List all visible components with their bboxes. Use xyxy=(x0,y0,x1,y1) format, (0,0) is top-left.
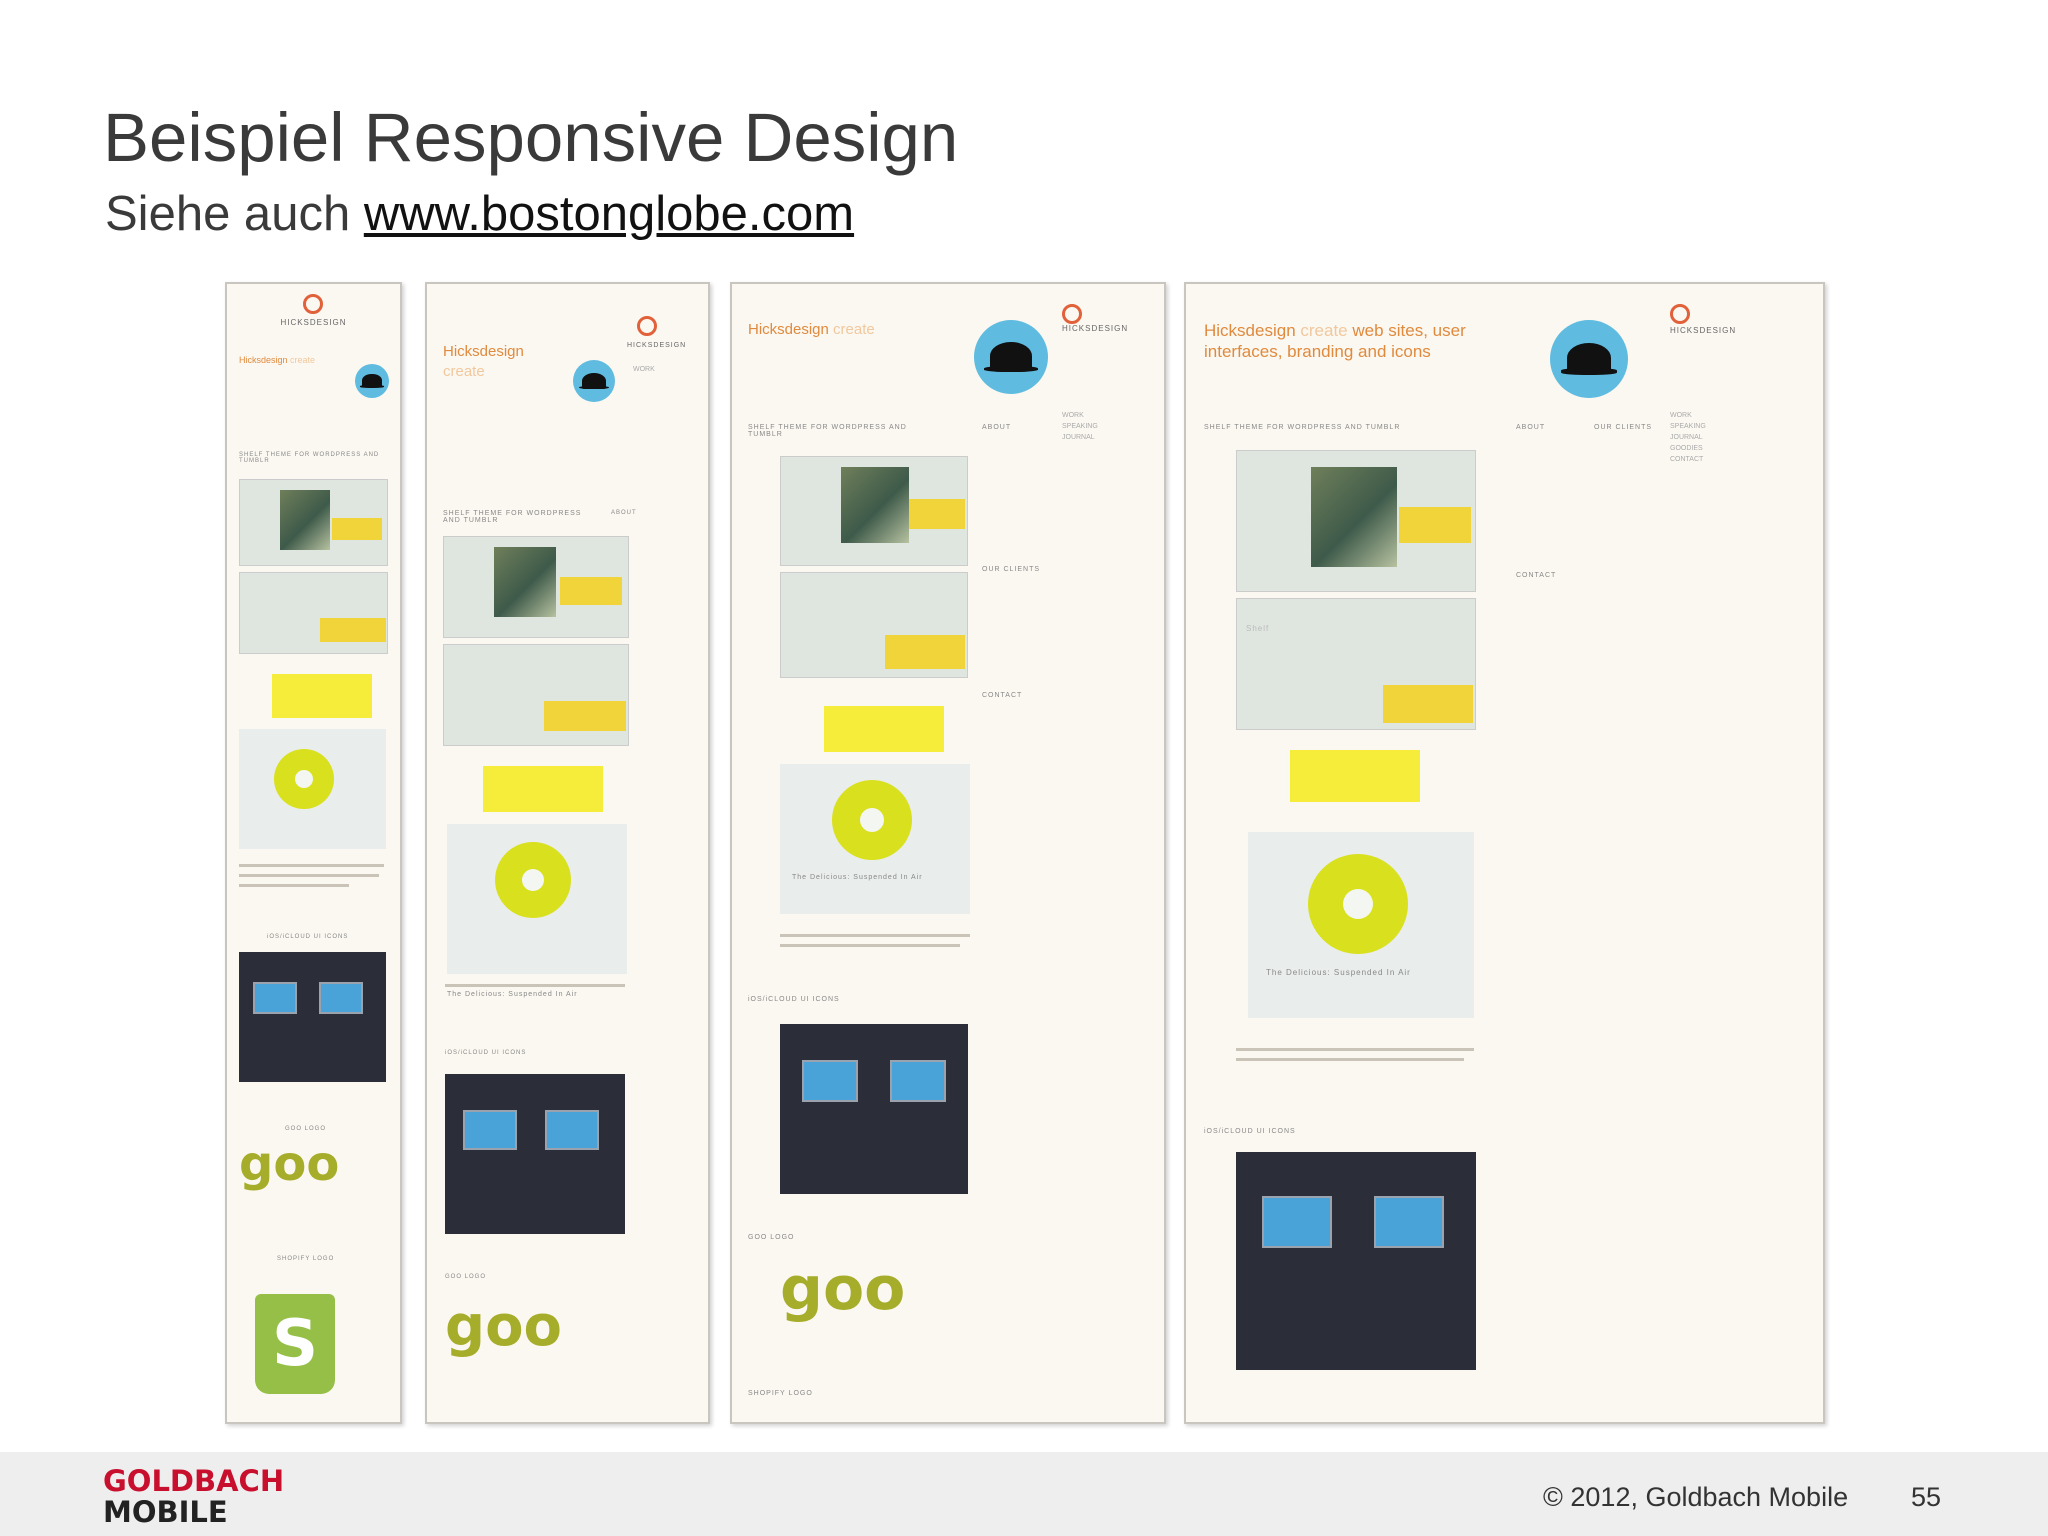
hero-text: Hicksdesign create xyxy=(748,320,938,340)
vinyl-preview xyxy=(780,764,970,914)
bowler-hat-badge-icon xyxy=(974,320,1048,394)
section-goo-label: GOO LOGO xyxy=(285,1126,327,1132)
screenshot-mobile: HICKSDESIGN Hicksdesign create SHELF THE… xyxy=(225,282,402,1424)
slide-title: Beispiel Responsive Design xyxy=(103,99,959,176)
brand-name: HICKSDESIGN xyxy=(627,342,687,349)
section-shopify-label: SHOPIFY LOGO xyxy=(277,1256,335,1262)
vinyl-preview xyxy=(239,729,386,849)
hero-name: Hicksdesign xyxy=(1204,321,1296,340)
hero-text: Hicksdesign create web sites, user inter… xyxy=(1204,320,1494,362)
section-shopify-label: SHOPIFY LOGO xyxy=(748,1390,813,1397)
hero-name: Hicksdesign xyxy=(239,355,288,365)
sidebar-about: ABOUT xyxy=(982,424,1012,431)
sidebar-contact: CONTACT xyxy=(982,692,1023,699)
nav-work[interactable]: WORK xyxy=(633,366,655,373)
goo-logo: goo xyxy=(780,1254,906,1324)
icloud-icons-preview xyxy=(1236,1152,1476,1370)
shelf-thumbnail-2 xyxy=(443,644,629,746)
vinyl-preview xyxy=(447,824,627,974)
feature-box xyxy=(824,706,944,752)
nav-work[interactable]: WORK xyxy=(1062,412,1084,419)
goldbach-mobile-logo: GOLDBACH MOBILE xyxy=(103,1466,284,1528)
hero-name: Hicksdesign xyxy=(443,343,524,360)
section-icloud-label: iOS/iCLOUD UI ICONS xyxy=(267,934,349,940)
slide-footer xyxy=(0,1452,2048,1536)
slide-subtitle: Siehe auch www.bostonglobe.com xyxy=(105,186,854,242)
bowler-hat-badge-icon xyxy=(1550,320,1628,398)
section-icloud-label: iOS/iCLOUD UI ICONS xyxy=(1204,1128,1296,1135)
brand-name: HICKSDESIGN xyxy=(280,318,347,327)
icloud-icons-preview xyxy=(239,952,386,1082)
shelf-thumbnail xyxy=(1236,450,1476,592)
screenshot-desktop: HICKSDESIGN Hicksdesign create web sites… xyxy=(1184,282,1825,1424)
sidebar-clients: OUR CLIENTS xyxy=(1594,424,1653,431)
shelf-thumbnail xyxy=(239,479,388,566)
shelf-thumbnail-2 xyxy=(1236,598,1476,730)
feature-box xyxy=(272,674,372,718)
feature-box xyxy=(483,766,603,812)
copyright-text: © 2012, Goldbach Mobile xyxy=(1543,1482,1849,1512)
section-goo-label: GOO LOGO xyxy=(748,1234,795,1241)
hero-create: create xyxy=(290,355,316,365)
subtitle-prefix: Siehe auch xyxy=(105,187,364,241)
nav-speaking[interactable]: SPEAKING xyxy=(1670,423,1706,430)
hero-main: web sites, user interfaces, branding and… xyxy=(1204,321,1466,361)
hicksdesign-logo-icon xyxy=(1062,304,1082,324)
nav-contact[interactable]: CONTACT xyxy=(1670,456,1704,463)
page-number: 55 xyxy=(1911,1482,1942,1512)
section-shelf-label: SHELF THEME FOR WORDPRESS AND TUMBLR xyxy=(443,510,582,524)
hero-create: create xyxy=(833,321,875,338)
logo-line-mobile: MOBILE xyxy=(103,1495,228,1529)
post-title: The Delicious: Suspended In Air xyxy=(447,991,578,998)
screenshot-tablet: HICKSDESIGN Hicksdesign create WORK SPEA… xyxy=(730,282,1166,1424)
shelf-thumbnail xyxy=(443,536,629,638)
section-goo-label: GOO LOGO xyxy=(445,1274,487,1280)
brand-name: HICKSDESIGN xyxy=(1062,324,1129,333)
brand-name: HICKSDESIGN xyxy=(1670,326,1737,335)
shelf-label: Shelf xyxy=(1246,624,1270,633)
shelf-thumbnail-2 xyxy=(780,572,968,678)
bowler-hat-badge-icon xyxy=(573,360,615,402)
section-shelf-label: SHELF THEME FOR WORDPRESS AND TUMBLR xyxy=(239,452,380,464)
screenshot-small-tablet: HICKSDESIGN Hicksdesign create WORK SHEL… xyxy=(425,282,710,1424)
logo-line-goldbach: GOLDBACH xyxy=(103,1464,285,1498)
hicksdesign-logo-icon xyxy=(303,294,323,314)
sidebar-about: ABOUT xyxy=(611,510,637,516)
goo-logo: goo xyxy=(239,1136,340,1192)
nav-goodies[interactable]: GOODIES xyxy=(1670,445,1703,452)
hero-text: Hicksdesign create xyxy=(239,354,349,366)
section-shelf-label: SHELF THEME FOR WORDPRESS AND TUMBLR xyxy=(748,424,907,438)
sidebar-clients: OUR CLIENTS xyxy=(982,566,1041,573)
sidebar-contact: CONTACT xyxy=(1516,572,1557,579)
post-title: The Delicious: Suspended In Air xyxy=(792,874,923,881)
goo-logo: goo xyxy=(445,1294,563,1359)
post-title: The Delicious: Suspended In Air xyxy=(1266,968,1411,977)
section-icloud-label: iOS/iCLOUD UI ICONS xyxy=(748,996,840,1003)
nav-journal[interactable]: JOURNAL xyxy=(1670,434,1703,441)
sidebar-about: ABOUT xyxy=(1516,424,1546,431)
shopify-bag-icon: S xyxy=(255,1294,335,1394)
feature-box xyxy=(1290,750,1420,802)
hero-text: Hicksdesign create xyxy=(443,342,553,382)
shelf-thumbnail-2 xyxy=(239,572,388,654)
section-icloud-label: iOS/iCLOUD UI ICONS xyxy=(445,1050,527,1056)
hicksdesign-logo-icon xyxy=(1670,304,1690,324)
icloud-icons-preview xyxy=(445,1074,625,1234)
nav-work[interactable]: WORK xyxy=(1670,412,1692,419)
hero-create: create xyxy=(443,363,485,380)
hicksdesign-logo-icon xyxy=(637,316,657,336)
section-shelf-label: SHELF THEME FOR WORDPRESS AND TUMBLR xyxy=(1204,424,1401,431)
bowler-hat-badge-icon xyxy=(355,364,389,398)
nav-speaking[interactable]: SPEAKING xyxy=(1062,423,1098,430)
bostonglobe-link[interactable]: www.bostonglobe.com xyxy=(363,187,855,241)
hero-create: create xyxy=(1300,321,1348,340)
nav-journal[interactable]: JOURNAL xyxy=(1062,434,1095,441)
shelf-thumbnail xyxy=(780,456,968,566)
vinyl-preview xyxy=(1248,832,1474,1018)
hero-name: Hicksdesign xyxy=(748,321,829,338)
icloud-icons-preview xyxy=(780,1024,968,1194)
